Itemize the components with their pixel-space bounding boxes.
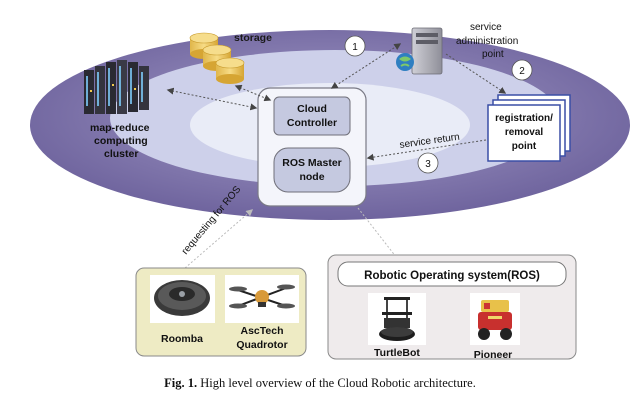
ros-master-label-line2: node (299, 171, 324, 183)
step-2-badge: 2 (511, 59, 533, 81)
arrow-roomba-cloud (184, 209, 254, 269)
cloud-controller-box (273, 96, 351, 136)
arrow-controller-admin (330, 43, 402, 89)
registration-point-card (487, 94, 571, 162)
step-1-badge: 1 (344, 35, 366, 57)
registration-label-line1: registration/ (495, 113, 553, 124)
cloud-controller-label-line2: Controller (287, 117, 337, 129)
asctech-label-line1: AscTech (241, 325, 284, 337)
registration-label-line2: removal (505, 127, 544, 138)
roomba-icon (154, 280, 210, 316)
ros-title-label: Robotic Operating system(ROS) (364, 270, 540, 282)
map-reduce-label-line3: cluster (104, 148, 138, 160)
pioneer-label: Pioneer (474, 349, 513, 361)
figure-caption: Fig. 1. High level overview of the Cloud… (0, 376, 640, 391)
figure-caption-text: High level overview of the Cloud Robotic… (200, 376, 476, 390)
map-reduce-label-line1: map-reduce (90, 122, 150, 134)
step-1-label: 1 (352, 42, 358, 53)
service-admin-label-line2: administration (456, 36, 518, 47)
registration-label-line3: point (512, 141, 537, 152)
ros-title-box (337, 261, 567, 287)
storage-icon (189, 32, 245, 84)
arrow-cloud-ros (357, 207, 401, 264)
step-3-label: 3 (425, 159, 431, 170)
map-reduce-label-line2: computing (94, 135, 148, 147)
cloud-controller-label-line1: Cloud (297, 103, 327, 115)
step-2-label: 2 (519, 66, 525, 77)
pioneer-icon (478, 300, 512, 340)
ros-master-box (273, 147, 351, 193)
asctech-label-line2: Quadrotor (236, 339, 287, 351)
roomba-label: Roomba (161, 333, 203, 345)
server-rack-icon (84, 60, 149, 114)
service-admin-label-line3: point (482, 49, 504, 60)
service-admin-label-line1: service (470, 22, 502, 33)
step-3-badge: 3 (417, 152, 439, 174)
turtlebot-icon (379, 297, 415, 341)
quadrotor-icon (229, 284, 295, 309)
arrow-cluster-controller (166, 87, 258, 111)
storage-label: storage (234, 32, 272, 44)
turtlebot-label: TurtleBot (374, 347, 420, 359)
figure-number: Fig. 1. (164, 376, 198, 390)
ros-master-label-line1: ROS Master (282, 157, 342, 169)
